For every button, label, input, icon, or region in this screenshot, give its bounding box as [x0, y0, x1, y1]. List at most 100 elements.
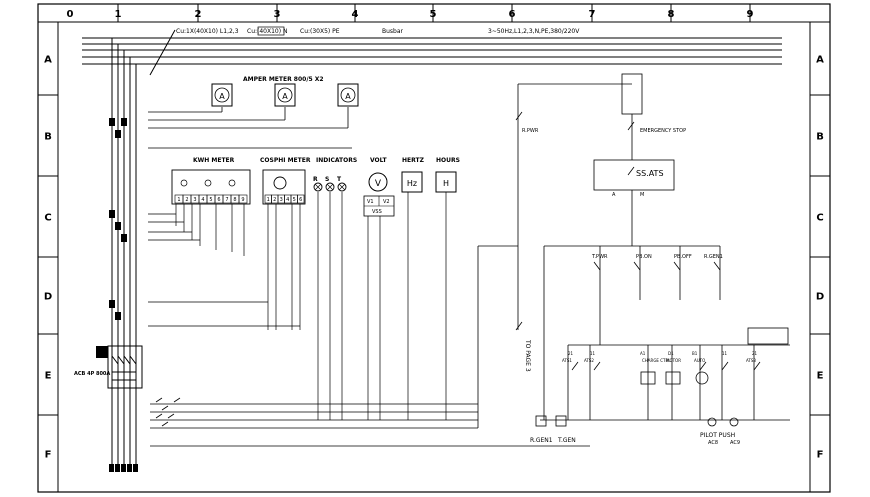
cosphi-terminal-label: 2 — [273, 197, 276, 203]
hours-symbol: H — [443, 179, 449, 188]
busbar-n-box — [257, 26, 285, 36]
hertz-symbol: Hz — [407, 179, 417, 188]
ammeter — [211, 83, 233, 107]
kwh-coil — [228, 179, 236, 187]
indicator-lamp — [313, 182, 323, 192]
column-dividers — [117, 4, 831, 22]
kwh-terminal-label: 7 — [225, 197, 228, 203]
page-reference: TO PAGE 3 — [524, 339, 531, 372]
kwh-terminal — [238, 194, 248, 204]
indicator-lamp — [337, 182, 347, 192]
row-label-left: D — [44, 292, 52, 303]
relay-label: ATS3 — [746, 358, 756, 363]
hertz-meter: Hz — [401, 171, 423, 193]
ssats-m: M — [640, 192, 644, 198]
kwh-terminal-label: 5 — [209, 197, 212, 203]
pilot-label-2: AC9 — [730, 440, 740, 446]
ammeter-symbol: A — [219, 92, 225, 101]
relay-label: MOTOR — [666, 358, 681, 363]
hours-meter: H — [435, 171, 457, 193]
row-label-right: B — [816, 132, 824, 143]
indicators-title: INDICATORS — [316, 157, 357, 164]
relay-label: AUTO — [694, 358, 705, 363]
lower-bus-lines — [150, 245, 590, 447]
ammeter-symbol: A — [282, 92, 288, 101]
pilot-push-label: PILOT PUSH — [700, 432, 735, 439]
switch-label: R.GEN1 — [704, 254, 723, 260]
kwh-terminal-label: 3 — [193, 197, 196, 203]
relay-number: A1 — [640, 351, 646, 356]
row-label-right: F — [817, 450, 824, 461]
coil-label-1: R.GEN1 — [530, 437, 553, 444]
indicator-lamp — [325, 182, 335, 192]
row-label-left: E — [45, 371, 52, 382]
kwh-terminal-label: 6 — [217, 197, 220, 203]
indicator-label: R — [313, 176, 318, 183]
relay-label: ATS2 — [584, 358, 594, 363]
breaker-label: ACB 4P 800A — [74, 371, 110, 377]
rpwr-label: R.PWR — [522, 128, 539, 134]
relay-label: ATS1 — [562, 358, 572, 363]
ammeter-title: AMPER METER 800/5 X2 — [243, 76, 324, 83]
cosphi-terminal-label: 5 — [293, 197, 296, 203]
kwh-coil — [180, 179, 188, 187]
relay-number: B1 — [692, 351, 698, 356]
row-dividers — [38, 94, 830, 416]
ammeter-dial — [277, 87, 293, 103]
busbar-title: Busbar — [382, 28, 404, 35]
indicator-label: T — [337, 176, 342, 183]
current-transformers — [109, 118, 127, 320]
pilot-label-1: AC8 — [708, 440, 718, 446]
kwh-terminal-label: 1 — [177, 197, 180, 203]
busbar-phase-spec: Cu:1X(40X10) L1,2,3 — [176, 28, 239, 35]
main-breaker: ACB 4P 800A — [74, 345, 143, 389]
control-contacts — [515, 111, 761, 385]
ct-signal-lines — [148, 107, 352, 149]
relay-number: 11 — [722, 351, 728, 356]
row-label-right: D — [816, 292, 824, 303]
voltmeter-symbol: V — [375, 179, 382, 189]
column-label: 3 — [274, 9, 281, 20]
vs-terminal-1: V1 — [367, 199, 374, 205]
row-label-left: A — [44, 55, 52, 66]
control-circuit-wires — [517, 73, 790, 427]
kwh-terminal-label: 9 — [241, 197, 244, 203]
row-label-left: B — [44, 132, 52, 143]
kwh-title: KWH METER — [193, 157, 235, 164]
column-label: 1 — [115, 9, 122, 20]
column-label: 2 — [195, 9, 202, 20]
ammeter-symbol: A — [345, 92, 351, 101]
supply-spec: 3~50Hz,L1,2,3,N,PE,380/220V — [488, 28, 580, 35]
kwh-terminal-label: 2 — [185, 197, 188, 203]
emergency-stop-label: EMERGENCY STOP — [640, 128, 686, 134]
kwh-terminal-label: 4 — [201, 197, 204, 203]
relay-number: 11 — [590, 351, 596, 356]
cosphi-terminal — [297, 194, 305, 204]
switch-label: T.PWR — [591, 254, 608, 260]
column-label: 7 — [589, 9, 596, 20]
hours-title: HOURS — [436, 157, 460, 164]
busbar-n-spec: Cu:(40X10) N — [247, 28, 287, 35]
vs-label: VSS — [372, 209, 382, 215]
cosphi-terminal-label: 4 — [286, 197, 289, 203]
ammeter-dial — [340, 87, 356, 103]
busbar-pe-spec: Cu:(30X5) PE — [300, 28, 340, 35]
volt-title: VOLT — [370, 157, 387, 164]
switch-label: PB.OFF — [674, 254, 692, 260]
kwh-coil — [204, 179, 212, 187]
row-label-right: A — [816, 55, 824, 66]
indicator-cross — [326, 183, 334, 191]
relay-number: 21 — [568, 351, 574, 356]
column-label: 9 — [747, 9, 754, 20]
row-label-left: C — [44, 213, 51, 224]
ammeter — [337, 83, 359, 107]
ammeter — [274, 83, 296, 107]
